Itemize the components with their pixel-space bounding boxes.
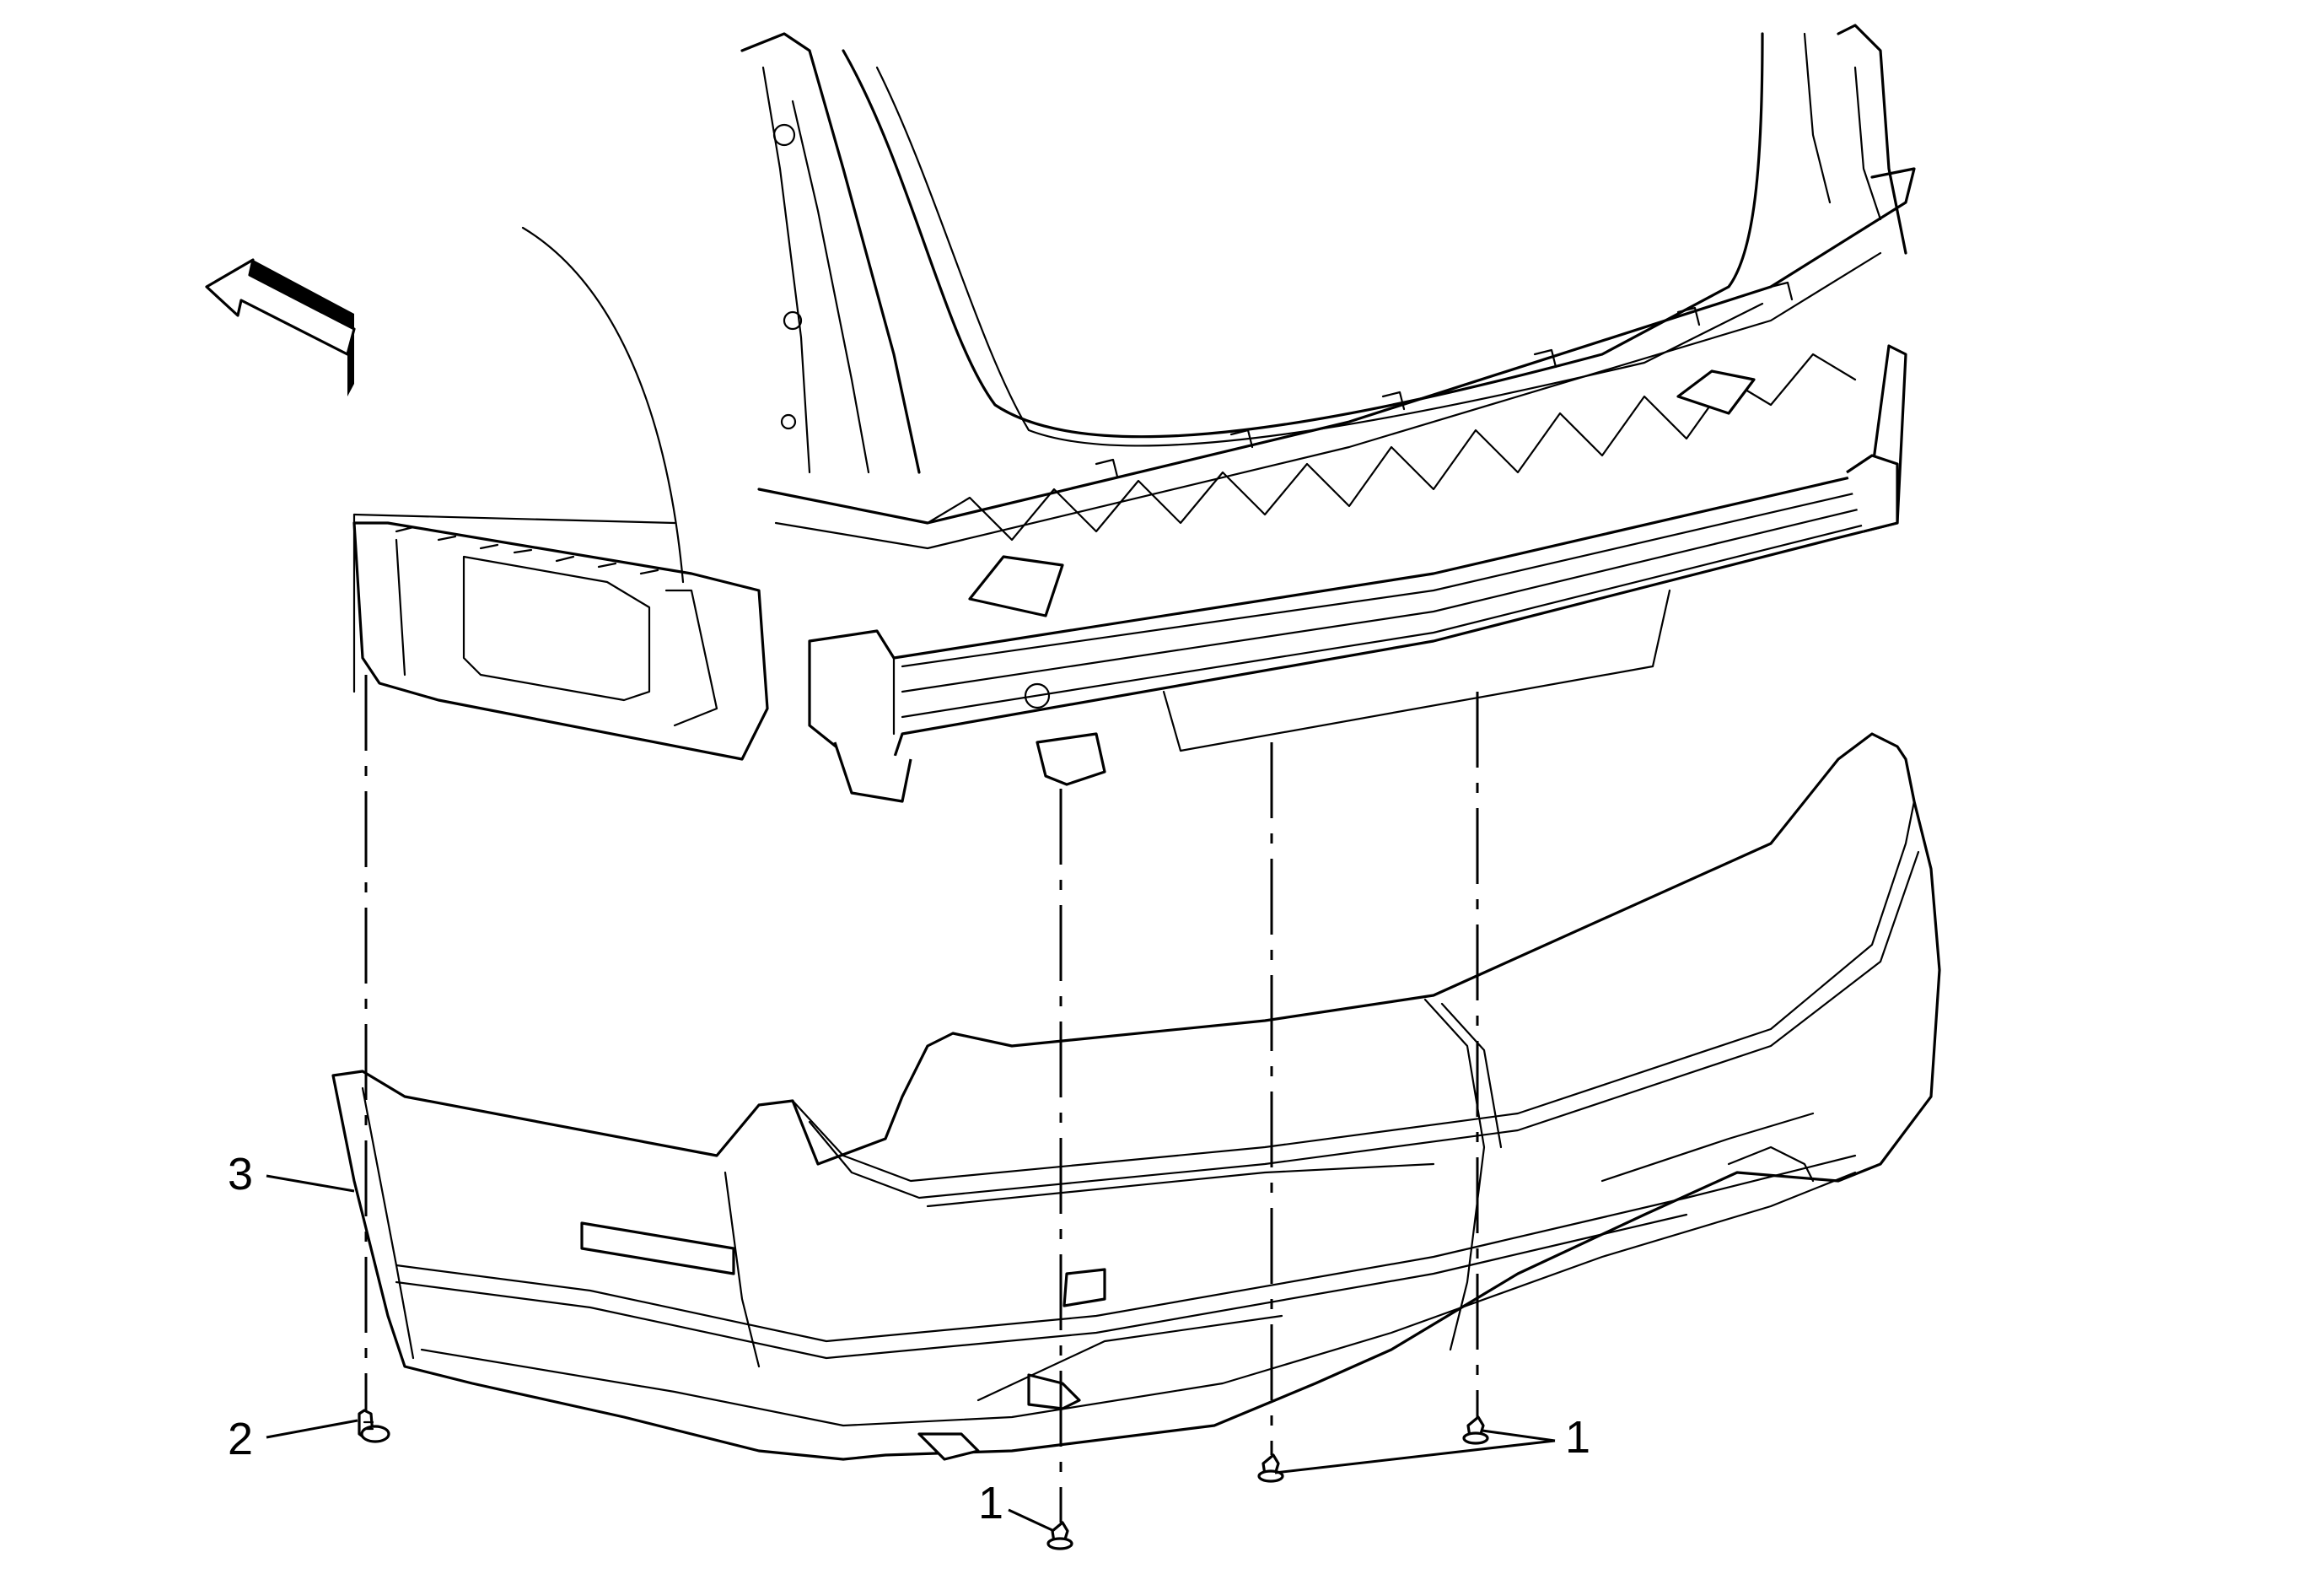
push-pin-fastener-right <box>1462 1415 1489 1445</box>
callout-fastener-right: 1 <box>1565 1412 1590 1463</box>
callout-leaders <box>266 1174 1556 1533</box>
bolt-fastener <box>358 1409 390 1443</box>
front-direction-arrow-icon <box>205 258 356 396</box>
vehicle-body-rear-structure <box>352 24 1907 761</box>
callout-fascia: 3 <box>228 1149 253 1199</box>
quarter-panel-outline <box>352 226 685 693</box>
push-pin-fastener-center <box>1257 1453 1284 1483</box>
rear-impact-bar <box>757 167 1916 803</box>
push-pin-fastener-lower <box>1046 1521 1073 1550</box>
alignment-lines <box>364 675 1479 1523</box>
callout-fastener-lower: 1 <box>978 1478 1003 1528</box>
rear-bumper-fascia <box>331 732 1941 1461</box>
callout-bolt: 2 <box>228 1414 253 1464</box>
